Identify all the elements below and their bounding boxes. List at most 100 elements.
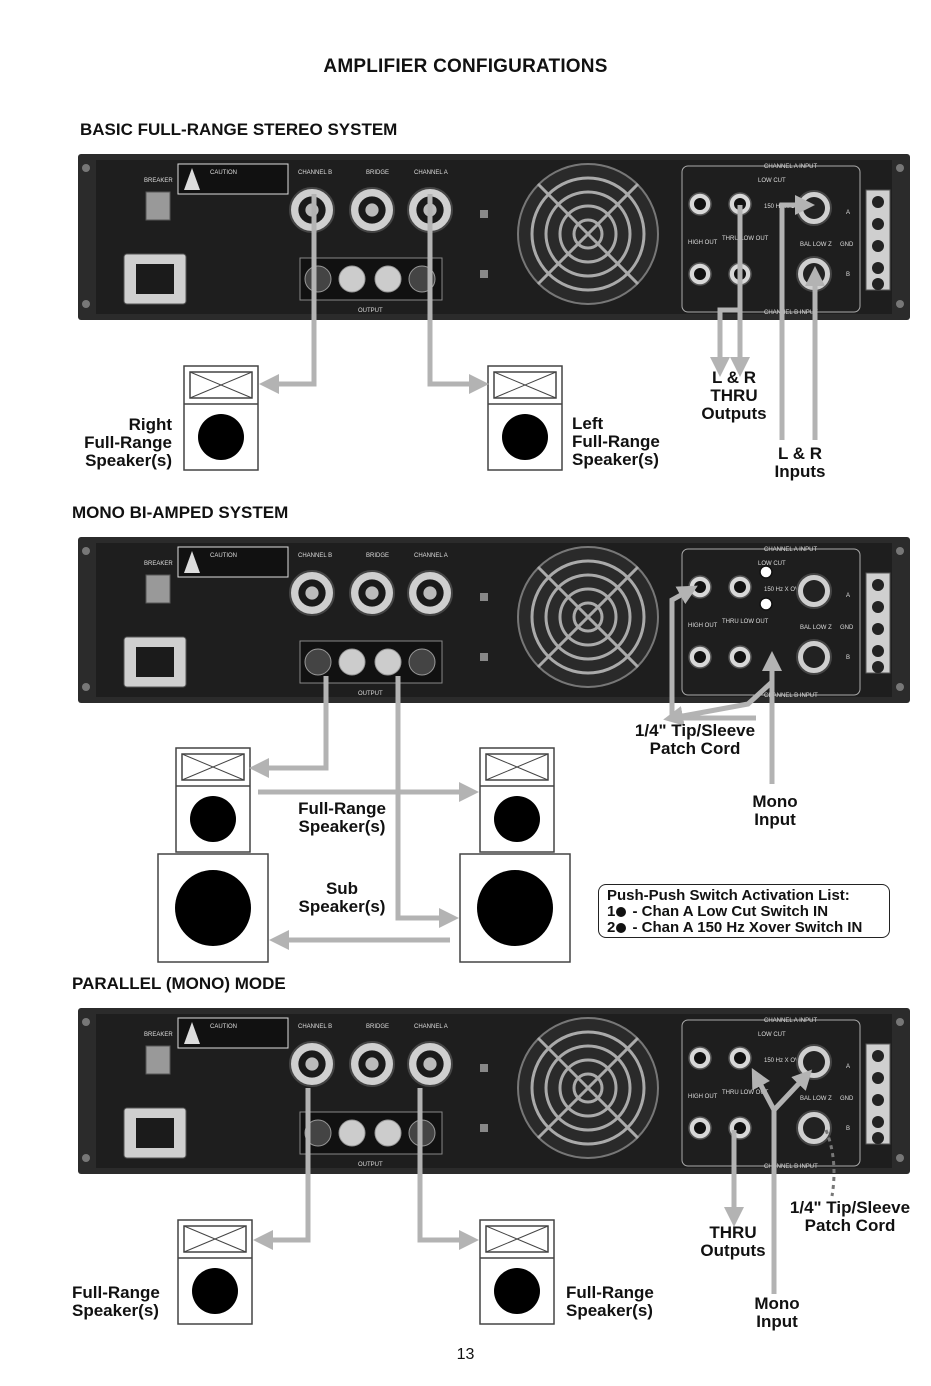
channel-a-label: CHANNEL A [414,553,448,559]
breaker-label: BREAKER [144,561,173,567]
rack-screw-icon [896,1018,904,1026]
xlr-inner [803,1051,825,1073]
binding-post-icon [374,265,402,293]
woofer-icon [494,796,540,842]
patch-cord-leg [663,680,774,726]
channel-b-label: CHANNEL B [298,553,332,559]
dot-switch-icon [480,270,488,278]
gnd-label: GND [840,625,854,631]
terminal-screw-icon [872,278,884,290]
left-speaker-label: Left Full-Range Speaker(s) [572,414,660,469]
full-range-speaker-right [479,747,555,853]
page-number: 13 [456,1346,475,1363]
switch-activation-list: Push-Push Switch Activation List: 1 - Ch… [598,884,890,938]
horn-diagonal [485,753,549,781]
binding-post-icon [374,1119,402,1147]
switch-2-marker-icon [759,597,773,611]
thru-outputs-label-2: THRU Outputs [700,1223,766,1260]
horn-diagonal [493,371,557,399]
jack-hole [694,268,706,280]
gnd-label: GND [840,1096,854,1102]
jack-hole [734,581,746,593]
caution-text: CAUTION [210,553,237,559]
right-speaker [183,365,259,471]
speakon-pin [305,586,319,600]
b-label: B [846,655,850,661]
section-heading-parallel: PARALLEL (MONO) MODE [72,974,286,993]
sub-speaker-right [459,853,571,963]
channel-b-input-label: CHANNEL B INPUT [764,310,818,316]
warning-triangle-icon [184,168,200,190]
warning-triangle-icon [184,1022,200,1044]
binding-post-icon [408,648,436,676]
fan-grille-ring [544,190,632,278]
jack-hole [694,1052,706,1064]
binding-post-icon [374,648,402,676]
horn-diagonal [189,371,253,399]
terminal-screw-icon [872,645,884,657]
breaker-switch-icon [145,574,171,604]
thru-outputs-label: L & R THRU Outputs [701,368,767,423]
fan-grille-bar [536,565,640,669]
rack-screw-icon [82,547,90,555]
input-a-arrow [779,195,815,440]
horn-diagonal [181,753,245,781]
switch-dot-icon [616,923,627,933]
speakon-pin [365,203,379,217]
channel-b-label: CHANNEL B [298,170,332,176]
fan-grille-ring [530,559,646,675]
power-inlet-socket [136,1118,174,1148]
right-speaker-label: Right Full-Range Speaker(s) [84,415,172,470]
gnd-label: GND [840,242,854,248]
ch-b-to-left-3-arrow [253,1088,311,1250]
binding-post-icon [304,648,332,676]
rack-screw-icon [896,683,904,691]
patch-cord-label-2: 1/4" Tip/Sleeve Patch Cord [789,1198,911,1235]
sub-speaker-left [157,853,269,963]
rack-screw-icon [896,1154,904,1162]
breaker-switch-icon [145,191,171,221]
full-range-speaker-left-3 [177,1219,253,1325]
horn-diagonal [485,1225,549,1253]
fan-grille-bar [536,1036,640,1140]
jack-hole [694,198,706,210]
ch-b-to-right-arrow [259,194,317,394]
power-inlet-socket [136,647,174,677]
rack-screw-icon [82,1154,90,1162]
section-heading-biamp: MONO BI-AMPED SYSTEM [72,503,289,522]
bridge-switch-icon [480,1064,488,1072]
channel-a-input-label: CHANNEL A INPUT [764,164,817,170]
woofer-icon [192,1268,238,1314]
dot-switch-icon [480,1124,488,1132]
ch-b-to-full-range-arrow [249,676,329,778]
fan-grille-ring [544,1044,632,1132]
mono-input-split-arrow [772,1069,813,1112]
high-out-label: HIGH OUT [688,1094,718,1100]
channel-b-label: CHANNEL B [298,1024,332,1030]
terminal-screw-icon [872,1072,884,1084]
terminal-screw-icon [872,1116,884,1128]
bal-low-z-label: BAL LOW Z [800,625,832,631]
output-label: OUTPUT [358,308,383,314]
thru-low-out-label: THRU LOW OUT [722,1090,769,1096]
bal-low-z-label: BAL LOW Z [800,1096,832,1102]
left-speaker-label-3: Full-Range Speaker(s) [72,1283,160,1320]
rack-screw-icon [896,300,904,308]
xlr-inner [803,197,825,219]
fan-grille-ring [572,218,604,250]
patch-cord-arrow [669,585,756,721]
full-range-label: Full-Range Speaker(s) [298,799,386,836]
binding-post-icon [338,265,366,293]
jack-hole [694,651,706,663]
speakon-pin [423,1057,437,1071]
xlr-inner [803,1117,825,1139]
b-label: B [846,272,850,278]
sub-woofer-icon [175,870,251,946]
fan-grille-ring [544,573,632,661]
speakon-pin [305,1057,319,1071]
jack-hole [694,581,706,593]
